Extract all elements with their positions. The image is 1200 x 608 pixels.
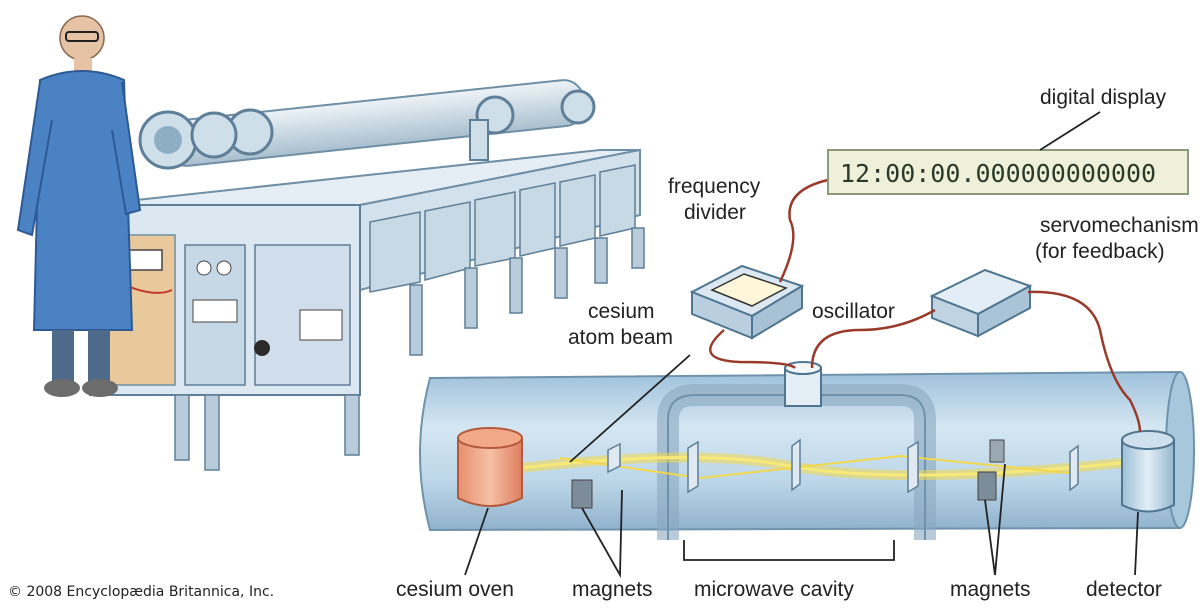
digital-display: 12:00:00.000000000000 <box>827 149 1189 195</box>
label-oscillator: oscillator <box>812 300 895 323</box>
vacuum-tube <box>419 370 1195 540</box>
copyright-notice: © 2008 Encyclopædia Britannica, Inc. <box>8 584 274 600</box>
label-servomechanism-line2: (for feedback) <box>1035 240 1165 263</box>
label-microwave-cavity: microwave cavity <box>694 578 854 601</box>
display-reading: 12:00:00.000000000000 <box>840 159 1156 188</box>
label-cesium-atom-beam-line1: cesium <box>588 300 655 323</box>
label-magnets-left: magnets <box>572 578 653 601</box>
label-frequency-divider-line1: frequency <box>668 175 761 198</box>
cesium-oven <box>457 427 523 507</box>
label-magnets-right: magnets <box>950 578 1031 601</box>
leader-lines <box>464 111 1139 579</box>
label-digital-display: digital display <box>1040 86 1167 109</box>
scientist-figure <box>16 15 142 397</box>
detector <box>1121 430 1175 513</box>
label-detector: detector <box>1086 578 1162 601</box>
oscillator <box>784 361 822 407</box>
servomechanism <box>929 268 1033 338</box>
label-cesium-atom-beam-line2: atom beam <box>568 326 673 349</box>
cables <box>709 178 1142 433</box>
label-frequency-divider-line2: divider <box>684 201 746 224</box>
label-servomechanism-line1: servomechanism <box>1040 214 1199 237</box>
frequency-divider <box>689 264 805 340</box>
label-cesium-oven: cesium oven <box>396 578 514 601</box>
